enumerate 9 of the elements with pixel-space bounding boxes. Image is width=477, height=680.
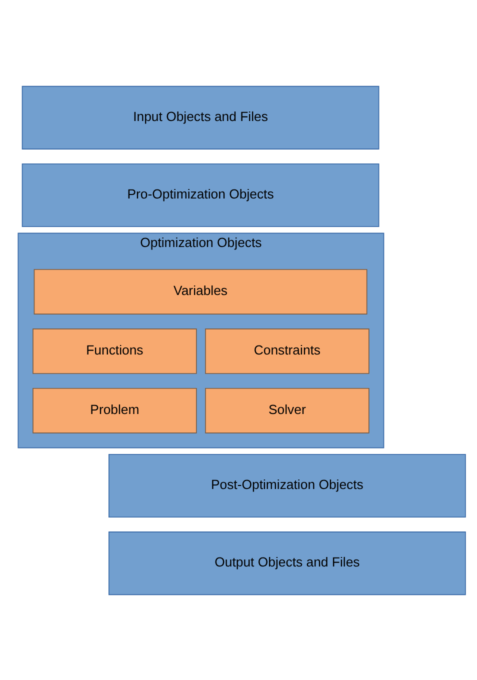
node-box: Variables xyxy=(34,268,368,314)
node-box: Problem xyxy=(32,387,197,433)
node-box: Output Objects and Files xyxy=(108,531,466,595)
node-box: Pro-Optimization Objects xyxy=(22,162,380,227)
node-box: Solver xyxy=(205,387,370,433)
node-box: Post-Optimization Objects xyxy=(108,453,466,518)
node-box: Input Objects and Files xyxy=(22,85,380,149)
node-box: Functions xyxy=(32,328,197,374)
node-box: Constraints xyxy=(205,328,370,374)
